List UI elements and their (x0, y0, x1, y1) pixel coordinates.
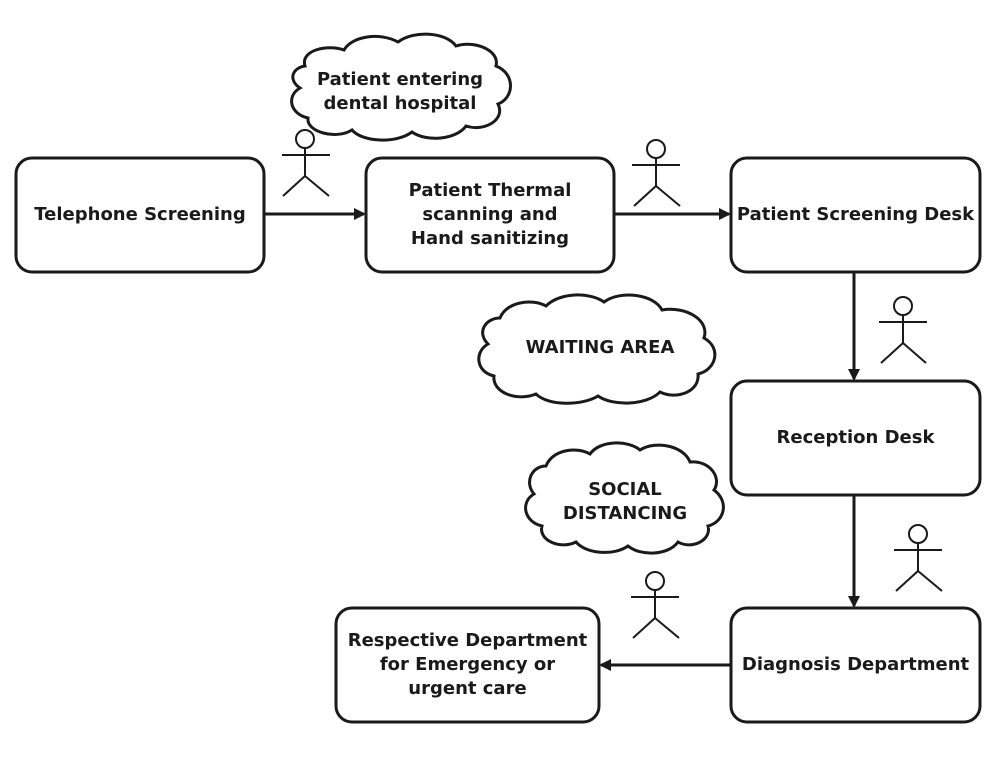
telephone-screening-label: Telephone Screening (34, 204, 246, 225)
diagnosis-department-label: Diagnosis Department (741, 654, 970, 675)
reception-desk-label: Reception Desk (776, 427, 935, 448)
stick-figure-icon (282, 129, 330, 197)
patient-screening-desk-label: Patient Screening Desk (736, 204, 975, 225)
social-distancing-label: SOCIAL DISTANCING (562, 479, 688, 524)
patient-entering-label: Patient entering dental hospital (316, 69, 484, 114)
cloud-social-distancing (524, 441, 725, 555)
stick-figure-icon (894, 524, 943, 592)
stick-figure-icon (632, 139, 681, 207)
thermal-scanning-label: Patient Thermal scanning and Hand saniti… (408, 180, 572, 249)
respective-department-label: Respective Department for Emergency or u… (347, 630, 588, 699)
stick-figure-icon (631, 571, 680, 639)
cloud-waiting-area (477, 293, 717, 405)
stick-figure-icon (879, 296, 927, 364)
cloud-patient-entering (290, 32, 512, 142)
waiting-area-label: WAITING AREA (525, 337, 675, 358)
